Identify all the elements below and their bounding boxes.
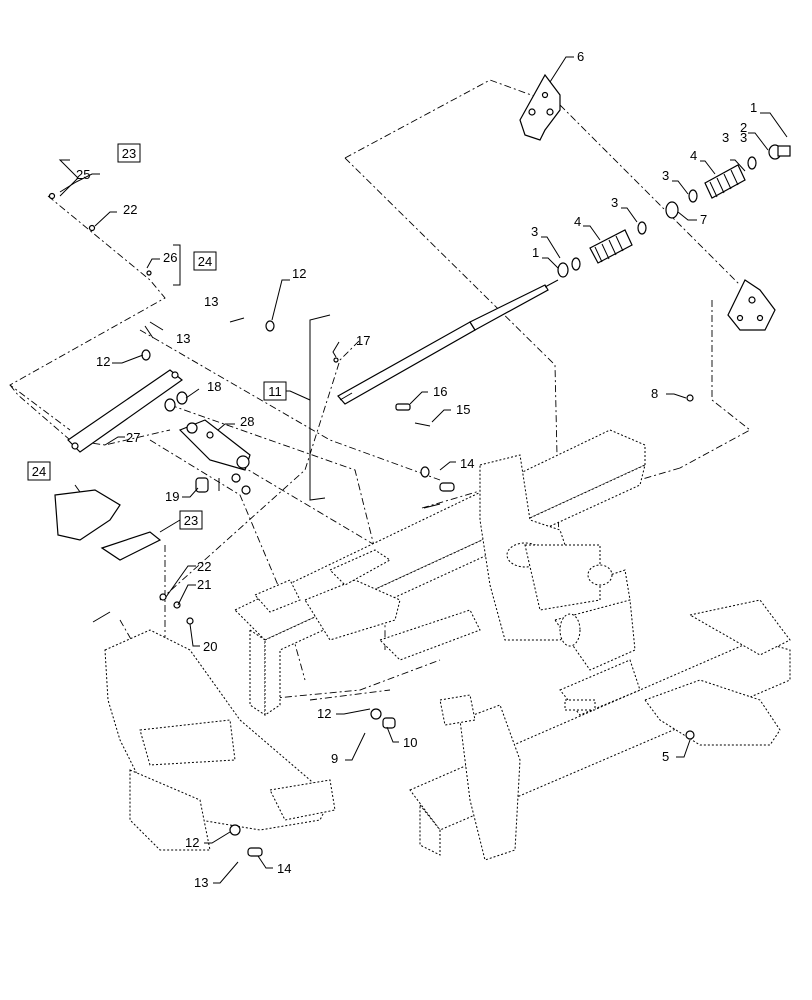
box-label-24-top: 24 — [198, 254, 212, 269]
callout-14-b: 14 — [277, 861, 291, 876]
callout-13-b: 13 — [176, 331, 190, 346]
callout-12-b: 12 — [96, 354, 110, 369]
callout-18: 18 — [207, 379, 221, 394]
upper-mount-plate — [519, 73, 561, 141]
callout-6: 6 — [577, 49, 584, 64]
callout-5: 5 — [662, 749, 669, 764]
box-11 — [263, 381, 287, 401]
callout-26: 26 — [163, 250, 177, 265]
callout-21: 21 — [197, 577, 211, 592]
box-label-23-mid: 23 — [184, 513, 198, 528]
box-24-left — [27, 461, 51, 481]
cover-plate-24 — [54, 489, 121, 541]
callout-25: 25 — [76, 167, 90, 182]
callout-17: 17 — [356, 333, 370, 348]
callout-9: 9 — [331, 751, 338, 766]
tension-rod — [337, 279, 559, 405]
box-23-top — [117, 143, 141, 163]
callout-2: 2 — [740, 120, 747, 135]
callout-15: 15 — [456, 402, 470, 417]
spring-left — [589, 229, 633, 264]
callout-12-d: 12 — [185, 835, 199, 850]
main-frame-front — [409, 599, 791, 861]
box-24-top — [193, 251, 217, 271]
pins-and-bushings — [48, 192, 695, 857]
callout-3-d: 3 — [531, 224, 538, 239]
callout-12-a: 12 — [292, 266, 306, 281]
box-23-mid — [179, 510, 203, 530]
callout-27: 27 — [126, 430, 140, 445]
callout-22-top: 22 — [123, 202, 137, 217]
callout-14-a: 14 — [460, 456, 474, 471]
callout-13-a: 13 — [204, 294, 218, 309]
callout-3-b: 3 — [662, 168, 669, 183]
lower-mount-plate — [727, 279, 776, 331]
left-wing-frame — [104, 629, 336, 851]
bracket-vertical-line — [309, 314, 331, 501]
spring-right — [704, 164, 746, 199]
box-label-23-top: 23 — [122, 146, 136, 161]
callout-3-a: 3 — [722, 130, 729, 145]
boxed-callouts: 23 24 11 24 23 — [27, 143, 287, 530]
callout-12-c: 12 — [317, 706, 331, 721]
callout-4-b: 4 — [574, 214, 581, 229]
callout-20: 20 — [203, 639, 217, 654]
callout-7: 7 — [700, 212, 707, 227]
callout-13-c: 13 — [194, 875, 208, 890]
callout-22-mid: 22 — [197, 559, 211, 574]
hitch-tower — [479, 454, 636, 671]
washers-and-collars — [557, 144, 791, 278]
callout-numbers: 1 2 3 4 3 3 7 6 3 4 1 3 25 22 26 13 12 1… — [76, 49, 757, 890]
main-frame-rear — [234, 429, 646, 716]
bracket-23 — [100, 531, 162, 561]
callout-leaders — [58, 56, 788, 884]
rocker-arm-28 — [178, 419, 251, 471]
callout-8: 8 — [651, 386, 658, 401]
box-label-11: 11 — [268, 384, 282, 399]
callout-1-top: 1 — [750, 100, 757, 115]
callout-3-e: 3 — [740, 130, 747, 145]
link-bar-27 — [67, 369, 183, 453]
box-label-24-left: 24 — [32, 464, 46, 479]
callout-28: 28 — [240, 414, 254, 429]
callout-16: 16 — [433, 384, 447, 399]
callout-3-c: 3 — [611, 195, 618, 210]
callout-10: 10 — [403, 735, 417, 750]
callout-19: 19 — [165, 489, 179, 504]
callout-1-mid: 1 — [532, 245, 539, 260]
callout-4-a: 4 — [690, 148, 697, 163]
